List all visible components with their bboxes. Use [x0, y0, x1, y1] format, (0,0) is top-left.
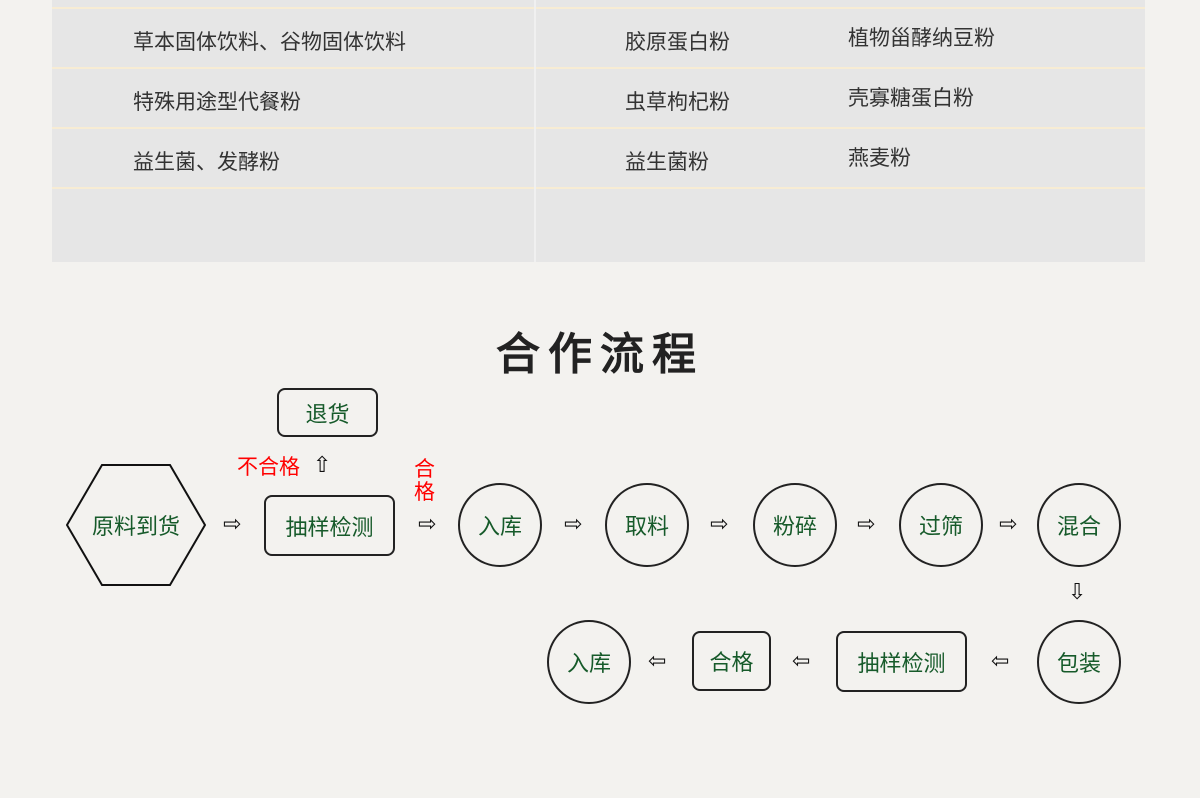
- arrow-right-icon: ⇨: [418, 512, 437, 537]
- pack-node: 包装: [1037, 620, 1121, 704]
- table-cell: 益生菌、发酵粉: [133, 150, 280, 174]
- column-divider: [534, 0, 536, 262]
- pass-label-1: 合: [414, 457, 435, 481]
- table-cell: 壳寡糖蛋白粉: [848, 86, 974, 110]
- arrow-down-icon: ⇩: [1068, 580, 1087, 605]
- sampling-node-1: 抽样检测: [264, 495, 395, 556]
- arrow-right-icon: ⇨: [564, 512, 583, 537]
- table-cell: 草本固体饮料、谷物固体饮料: [133, 30, 406, 54]
- row-divider: [52, 67, 1145, 69]
- row-divider: [52, 187, 1145, 189]
- raw-arrival-label: 原料到货: [91, 515, 180, 540]
- arrow-up-icon: ⇧: [313, 453, 332, 478]
- arrow-left-icon: ⇦: [991, 649, 1010, 674]
- sampling-node-2: 抽样检测: [836, 631, 967, 692]
- arrow-right-icon: ⇨: [710, 512, 729, 537]
- fail-label: 不合格: [237, 455, 300, 479]
- table-cell: 燕麦粉: [848, 146, 911, 170]
- storage-node-2: 入库: [547, 620, 631, 704]
- table-cell: 益生菌粉: [625, 150, 709, 174]
- arrow-left-icon: ⇦: [648, 649, 667, 674]
- arrow-right-icon: ⇨: [999, 512, 1018, 537]
- row-divider: [52, 127, 1145, 129]
- section-title: 合作流程: [496, 329, 704, 380]
- pass-label-2: 格: [414, 480, 435, 504]
- take-node: 取料: [605, 483, 689, 567]
- table-cell: 胶原蛋白粉: [625, 30, 730, 54]
- qualified-node: 合格: [692, 631, 771, 691]
- sieve-node: 过筛: [899, 483, 983, 567]
- raw-arrival-node: 原料到货: [65, 464, 207, 586]
- return-node: 退货: [277, 388, 378, 437]
- crush-node: 粉碎: [753, 483, 837, 567]
- arrow-right-icon: ⇨: [857, 512, 876, 537]
- table-cell: 虫草枸杞粉: [625, 90, 730, 114]
- storage-node-1: 入库: [458, 483, 542, 567]
- mix-node: 混合: [1037, 483, 1121, 567]
- table-cell: 特殊用途型代餐粉: [133, 90, 301, 114]
- hexagon-shape: [65, 464, 207, 586]
- product-table: 草本固体饮料、谷物固体饮料 胶原蛋白粉 植物甾酵纳豆粉 特殊用途型代餐粉 虫草枸…: [52, 0, 1145, 262]
- row-divider: [52, 7, 1145, 9]
- arrow-right-icon: ⇨: [223, 512, 242, 537]
- table-cell: 植物甾酵纳豆粉: [848, 26, 995, 50]
- arrow-left-icon: ⇦: [792, 649, 811, 674]
